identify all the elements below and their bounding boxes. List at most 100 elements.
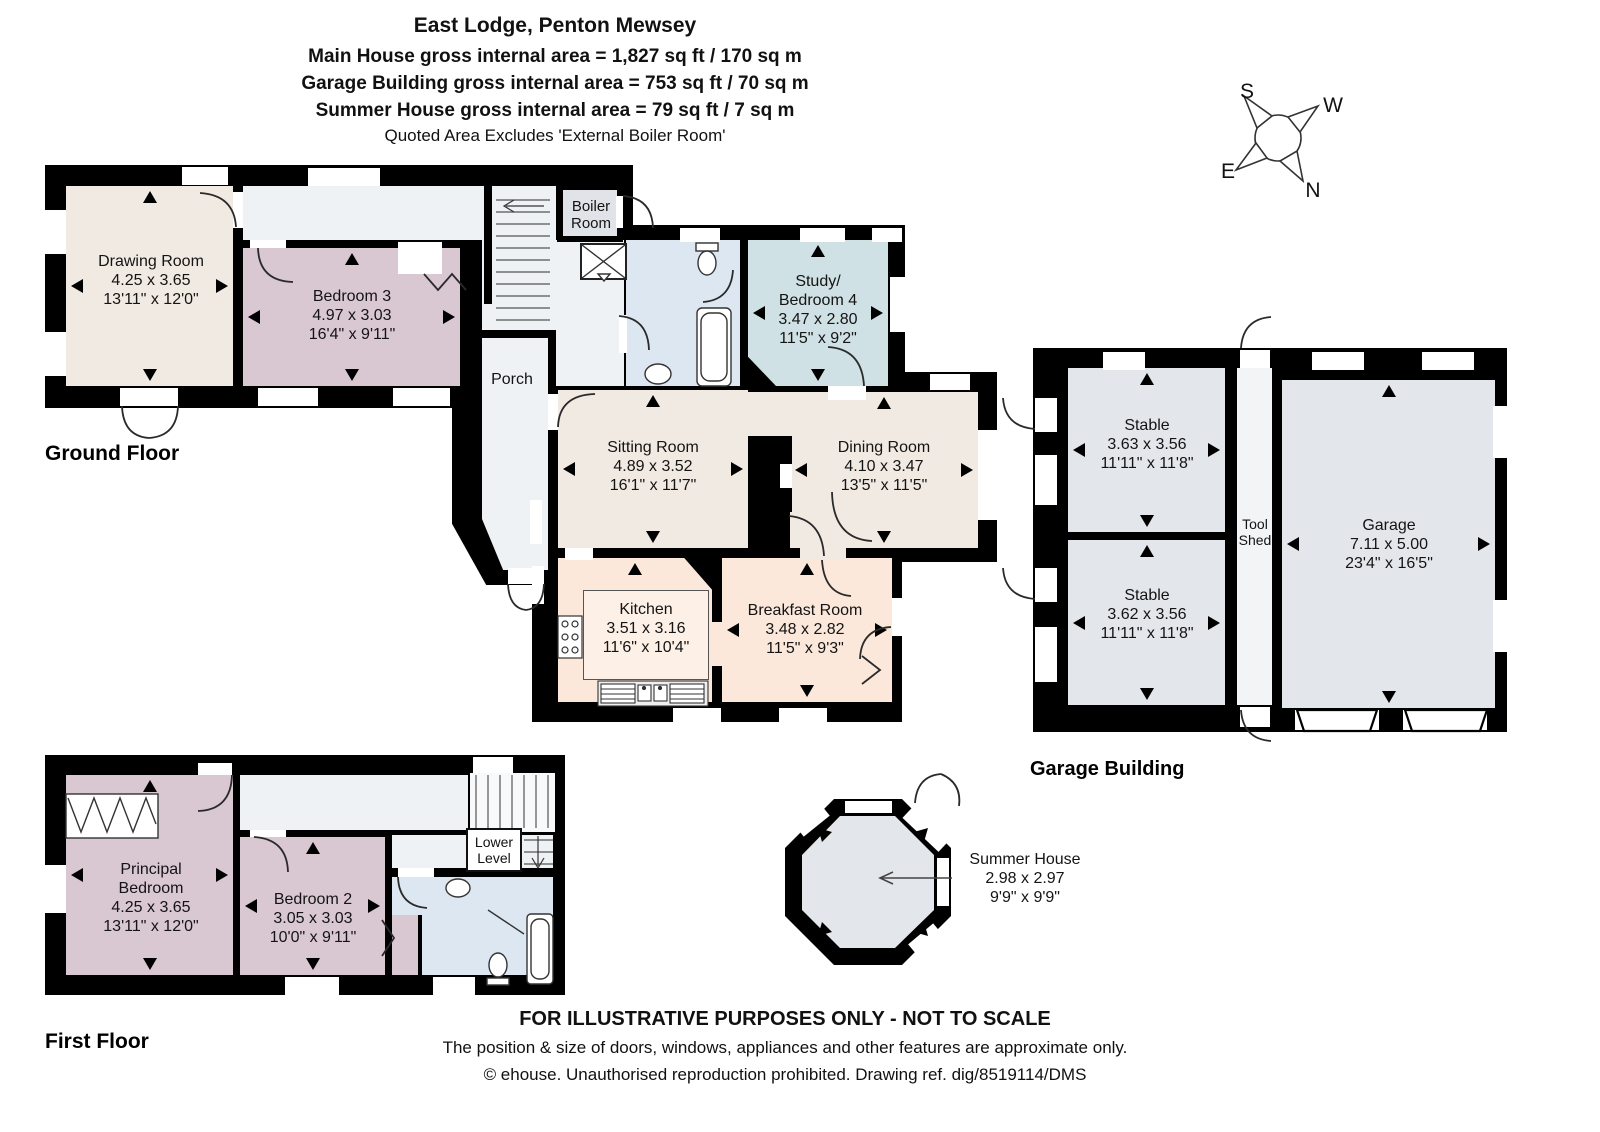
dimension-arrow-icon bbox=[1073, 443, 1085, 457]
dimension-arrow-icon bbox=[811, 245, 825, 257]
dimension-arrow-icon bbox=[1139, 373, 1154, 385]
fireplace-niche bbox=[780, 464, 792, 488]
door-opening bbox=[398, 868, 434, 877]
dimension-arrow-icon bbox=[1287, 537, 1299, 551]
door-opening bbox=[1035, 398, 1057, 432]
area-note: Quoted Area Excludes 'External Boiler Ro… bbox=[384, 126, 726, 145]
footer: FOR ILLUSTRATIVE PURPOSES ONLY - NOT TO … bbox=[185, 1008, 1385, 1085]
dimension-arrow-icon bbox=[1478, 537, 1490, 551]
leader-arrow bbox=[878, 871, 952, 885]
property-title: East Lodge, Penton Mewsey bbox=[413, 14, 697, 37]
dimension-arrow-icon bbox=[1381, 385, 1396, 397]
summer-house-area: Summer House gross internal area = 79 sq… bbox=[315, 100, 795, 121]
room-bedroom3-label: Bedroom 3 4.97 x 3.03 16'4" x 9'11" bbox=[308, 287, 396, 343]
door-opening bbox=[828, 386, 866, 400]
dimension-arrow-icon bbox=[142, 369, 157, 381]
door-opening bbox=[508, 568, 544, 584]
approximation-note: The position & size of doors, windows, a… bbox=[442, 1038, 1128, 1057]
window bbox=[530, 500, 542, 544]
summer-house bbox=[785, 799, 951, 965]
closet-nook bbox=[398, 242, 442, 274]
dimension-arrow-icon bbox=[71, 279, 83, 293]
door-opening bbox=[1240, 707, 1270, 727]
dimension-arrow-icon bbox=[368, 899, 380, 913]
compass-north: N bbox=[1305, 179, 1320, 202]
room-summer-house-label: Summer House 2.98 x 2.97 9'9" x 9'9" bbox=[969, 850, 1081, 906]
dimension-arrow-icon bbox=[142, 191, 157, 203]
dimension-arrow-icon bbox=[344, 253, 359, 265]
dimension-arrow-icon bbox=[305, 842, 320, 854]
room-dining-room-label: Dining Room 4.10 x 3.47 13'5" x 11'5" bbox=[837, 438, 931, 494]
dimension-arrow-icon bbox=[305, 958, 320, 970]
wall bbox=[385, 900, 392, 975]
disclaimer-line: FOR ILLUSTRATIVE PURPOSES ONLY - NOT TO … bbox=[519, 1008, 1051, 1030]
room-study-bedroom4-label: Study/ Bedroom 4 3.47 x 2.80 11'5" x 9'2… bbox=[778, 273, 858, 347]
room-drawing-room-label: Drawing Room 4.25 x 3.65 13'11" x 12'0" bbox=[98, 252, 204, 308]
window bbox=[473, 757, 513, 773]
dimension-arrow-icon bbox=[344, 369, 359, 381]
dimension-arrow-icon bbox=[646, 531, 660, 543]
window bbox=[1493, 600, 1507, 652]
dimension-arrow-icon bbox=[142, 780, 157, 792]
main-house-area: Main House gross internal area = 1,827 s… bbox=[308, 46, 802, 67]
dimension-arrow-icon bbox=[1208, 443, 1220, 457]
dimension-arrow-icon bbox=[800, 563, 814, 575]
landing-area bbox=[240, 775, 468, 830]
dimension-arrow-icon bbox=[646, 395, 660, 407]
window bbox=[680, 228, 720, 242]
room-kitchen-label: Kitchen 3.51 x 3.16 11'6" x 10'4" bbox=[602, 600, 690, 656]
window bbox=[45, 332, 66, 376]
room-tool-shed-label: Tool Shed bbox=[1238, 516, 1272, 548]
dimension-arrow-icon bbox=[248, 310, 260, 324]
window bbox=[45, 210, 66, 254]
door-opening bbox=[250, 830, 286, 837]
dimension-arrow-icon bbox=[800, 685, 814, 697]
dimension-arrow-icon bbox=[1139, 545, 1154, 557]
dimension-arrow-icon bbox=[961, 463, 973, 477]
room-stable2-label: Stable 3.62 x 3.56 11'11" x 11'8" bbox=[1100, 586, 1194, 642]
dimension-arrow-icon bbox=[811, 369, 825, 381]
door-opening bbox=[120, 388, 178, 406]
dimension-arrow-icon bbox=[443, 310, 455, 324]
room-boiler-room-label: Boiler Room bbox=[570, 198, 611, 232]
door-opening bbox=[548, 394, 558, 430]
dimension-arrow-icon bbox=[871, 306, 883, 320]
dining-breakfast-doorway bbox=[800, 548, 846, 560]
room-breakfast-room-label: Breakfast Room 3.48 x 2.82 11'5" x 9'3" bbox=[747, 601, 863, 657]
garage-building-area: Garage Building gross internal area = 75… bbox=[301, 73, 809, 94]
dimension-arrow-icon bbox=[563, 462, 575, 476]
dimension-arrow-icon bbox=[216, 868, 228, 882]
dimension-arrow-icon bbox=[142, 958, 157, 970]
compass-south: S bbox=[1240, 80, 1254, 103]
room-bedroom2-label: Bedroom 2 3.05 x 3.03 10'0" x 9'11" bbox=[269, 890, 357, 946]
window bbox=[892, 598, 902, 636]
window bbox=[872, 228, 902, 242]
window bbox=[258, 388, 318, 406]
dimension-arrow-icon bbox=[795, 463, 807, 477]
door-opening bbox=[1240, 350, 1270, 368]
lower-level-box: Lower Level bbox=[466, 828, 522, 872]
window bbox=[1103, 352, 1145, 370]
window bbox=[393, 388, 450, 406]
dimension-arrow-icon bbox=[1073, 615, 1085, 630]
window bbox=[1035, 627, 1057, 682]
window bbox=[890, 277, 905, 332]
window bbox=[1035, 455, 1057, 505]
room-garage-area bbox=[1282, 380, 1495, 708]
stairwell-area bbox=[470, 773, 555, 832]
title-block: East Lodge, Penton Mewsey Main House gro… bbox=[140, 14, 970, 148]
door-opening bbox=[233, 192, 243, 228]
copyright-line: © ehouse. Unauthorised reproduction proh… bbox=[483, 1065, 1087, 1084]
dimension-arrow-icon bbox=[753, 306, 765, 320]
first-floor-label: First Floor bbox=[45, 1030, 149, 1053]
dimension-arrow-icon bbox=[1208, 615, 1220, 630]
dimension-arrow-icon bbox=[71, 868, 83, 882]
room-tool-shed-area bbox=[1237, 368, 1272, 705]
room-bathroom-ground-area bbox=[626, 240, 740, 386]
closet-area bbox=[392, 915, 418, 975]
hallway-area bbox=[556, 336, 624, 386]
dimension-arrow-icon bbox=[245, 899, 257, 913]
compass bbox=[1233, 93, 1321, 184]
dimension-arrow-icon bbox=[1139, 688, 1154, 700]
room-stable1-area bbox=[1068, 368, 1225, 532]
